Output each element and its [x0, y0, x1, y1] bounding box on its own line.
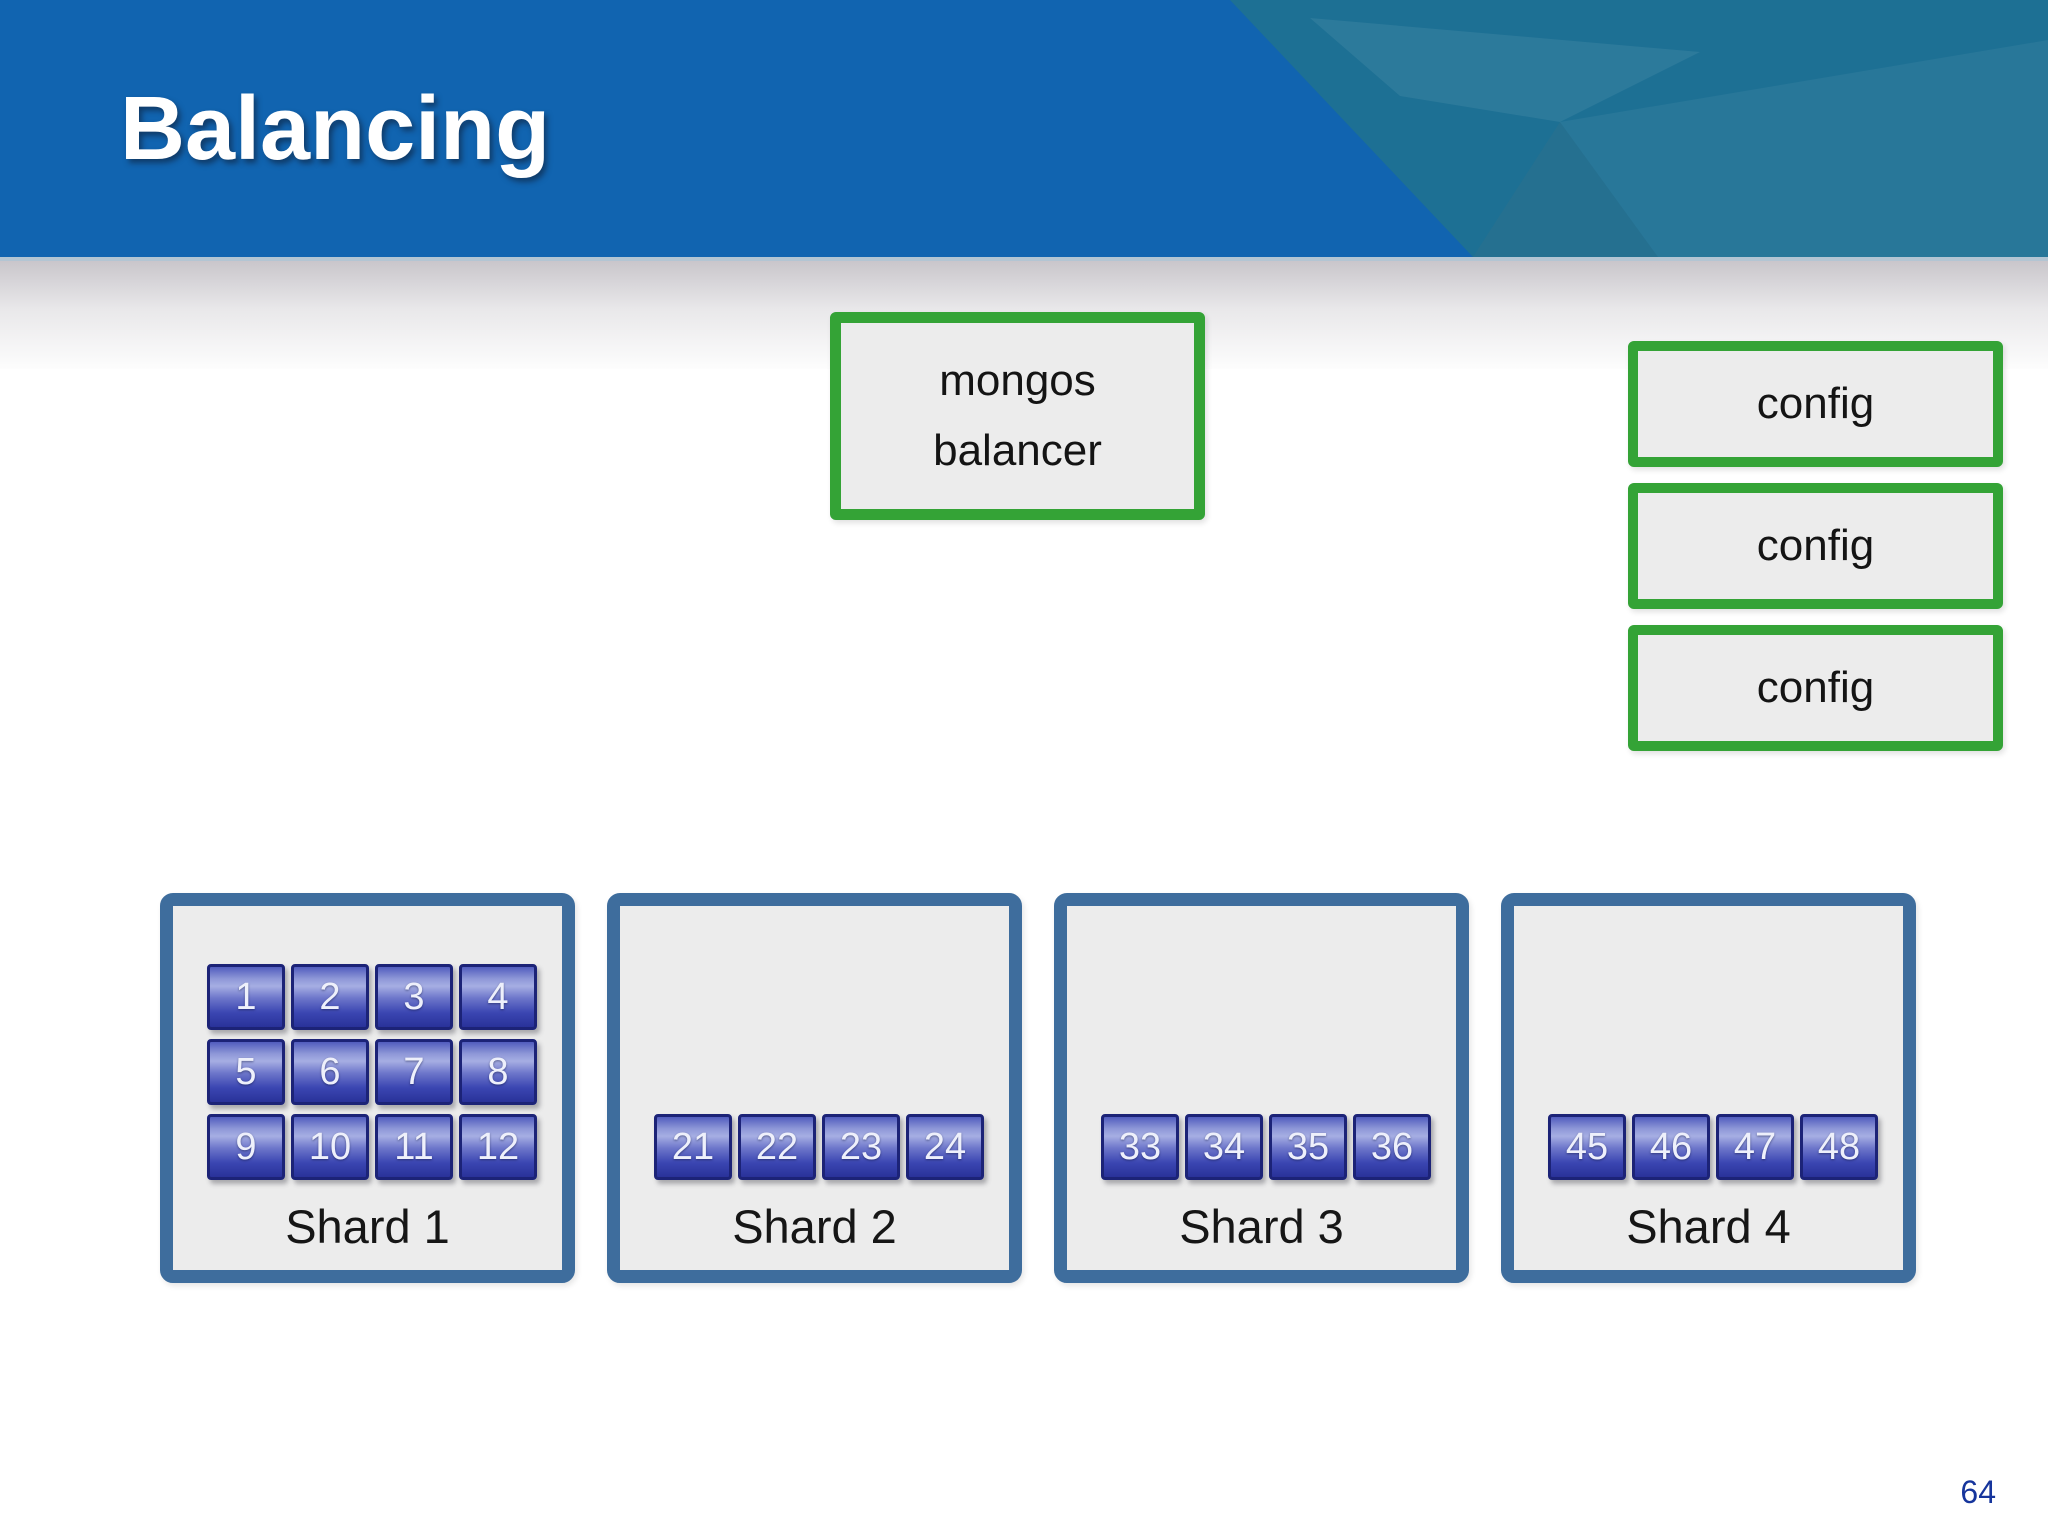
header-accent-shape — [1230, 0, 2048, 257]
mongos-balancer-box: mongos balancer — [830, 312, 1205, 520]
chunk: 2 — [291, 964, 369, 1030]
chunk: 23 — [822, 1114, 900, 1180]
chunk: 33 — [1101, 1114, 1179, 1180]
shard-label: Shard 2 — [732, 1200, 897, 1253]
chunk: 10 — [291, 1114, 369, 1180]
chunk: 7 — [375, 1039, 453, 1105]
config-server-box: config — [1628, 341, 2003, 467]
page-title: Balancing — [120, 79, 551, 179]
chunk: 3 — [375, 964, 453, 1030]
chunk: 22 — [738, 1114, 816, 1180]
config-server-box: config — [1628, 483, 2003, 609]
chunk: 6 — [291, 1039, 369, 1105]
page-number: 64 — [1960, 1474, 1996, 1510]
config-server-label: config — [1756, 379, 1875, 428]
chunk: 24 — [906, 1114, 984, 1180]
shard-label: Shard 4 — [1626, 1200, 1791, 1253]
chunk: 11 — [375, 1114, 453, 1180]
chunk: 1 — [207, 964, 285, 1030]
config-server-box: config — [1628, 625, 2003, 751]
chunk: 12 — [459, 1114, 537, 1180]
chunk: 5 — [207, 1039, 285, 1105]
header-banner: Balancing — [0, 0, 2048, 257]
chunk: 34 — [1185, 1114, 1263, 1180]
config-server-stack: config config config — [1628, 341, 2003, 751]
chunk: 21 — [654, 1114, 732, 1180]
chunk: 8 — [459, 1039, 537, 1105]
chunk: 36 — [1353, 1114, 1431, 1180]
chunk: 35 — [1269, 1114, 1347, 1180]
config-server-label: config — [1756, 521, 1875, 570]
chunk: 47 — [1716, 1114, 1794, 1180]
shard-label: Shard 3 — [1179, 1200, 1344, 1253]
config-server-label: config — [1756, 663, 1875, 712]
shard-label: Shard 1 — [285, 1200, 450, 1253]
chunk: 45 — [1548, 1114, 1626, 1180]
chunk: 48 — [1800, 1114, 1878, 1180]
chunk: 4 — [459, 964, 537, 1030]
mongos-label: mongos — [939, 356, 1096, 405]
chunk: 9 — [207, 1114, 285, 1180]
balancer-label: balancer — [933, 426, 1102, 475]
chunk: 46 — [1632, 1114, 1710, 1180]
